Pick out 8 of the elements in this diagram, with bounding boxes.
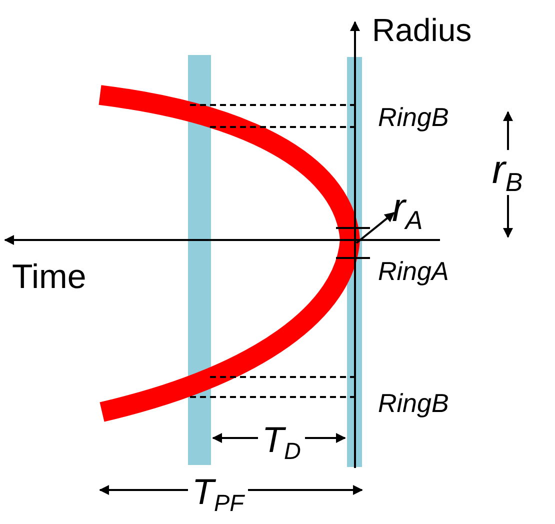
radius-label: r$_{A}$: [392, 188, 423, 233]
ring-label: RingB: [378, 104, 449, 130]
ring-label: RingA: [378, 258, 449, 284]
ring-label: RingB: [378, 390, 449, 416]
leader-line: [356, 212, 395, 244]
ring-marker: [336, 227, 370, 259]
axis-label: Time: [12, 260, 86, 294]
axis-label: Radius: [372, 14, 472, 46]
